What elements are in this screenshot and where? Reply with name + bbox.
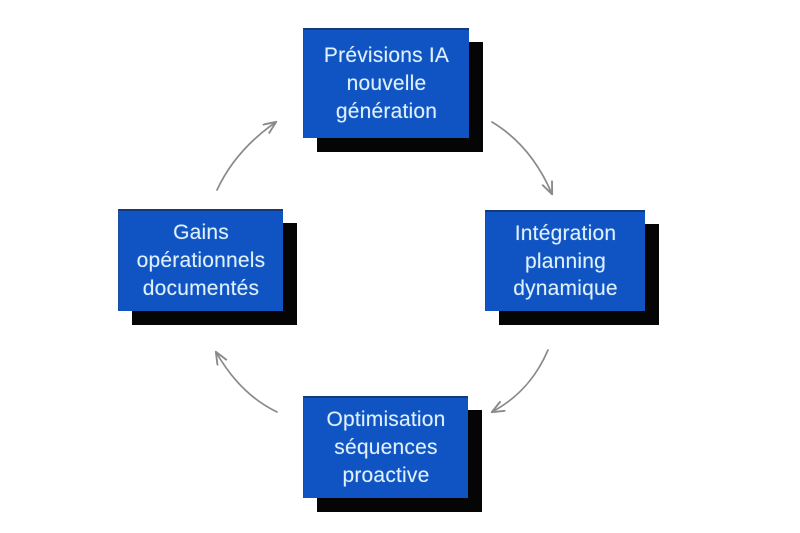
arrow-bottom-left	[216, 352, 278, 413]
arrow-top-right	[491, 121, 552, 194]
cycle-node-optimisation-sequences[interactable]: Optimisation séquences proactive	[303, 396, 468, 498]
cycle-node-label: Optimisation séquences proactive	[326, 408, 446, 487]
arrow-right-bottom	[492, 349, 549, 412]
arrow-left-top	[216, 122, 276, 191]
cycle-node-previsions-ia[interactable]: Prévisions IA nouvelle génération	[303, 28, 469, 138]
cycle-node-label: Intégration planning dynamique	[513, 221, 618, 301]
cycle-node-label: Prévisions IA nouvelle génération	[323, 44, 450, 123]
cycle-node-integration-planning[interactable]: Intégration planning dynamique	[485, 210, 645, 311]
cycle-node-gains-operationnels[interactable]: Gains opérationnels documentés	[118, 209, 283, 311]
cycle-node-label: Gains opérationnels documentés	[136, 221, 266, 300]
